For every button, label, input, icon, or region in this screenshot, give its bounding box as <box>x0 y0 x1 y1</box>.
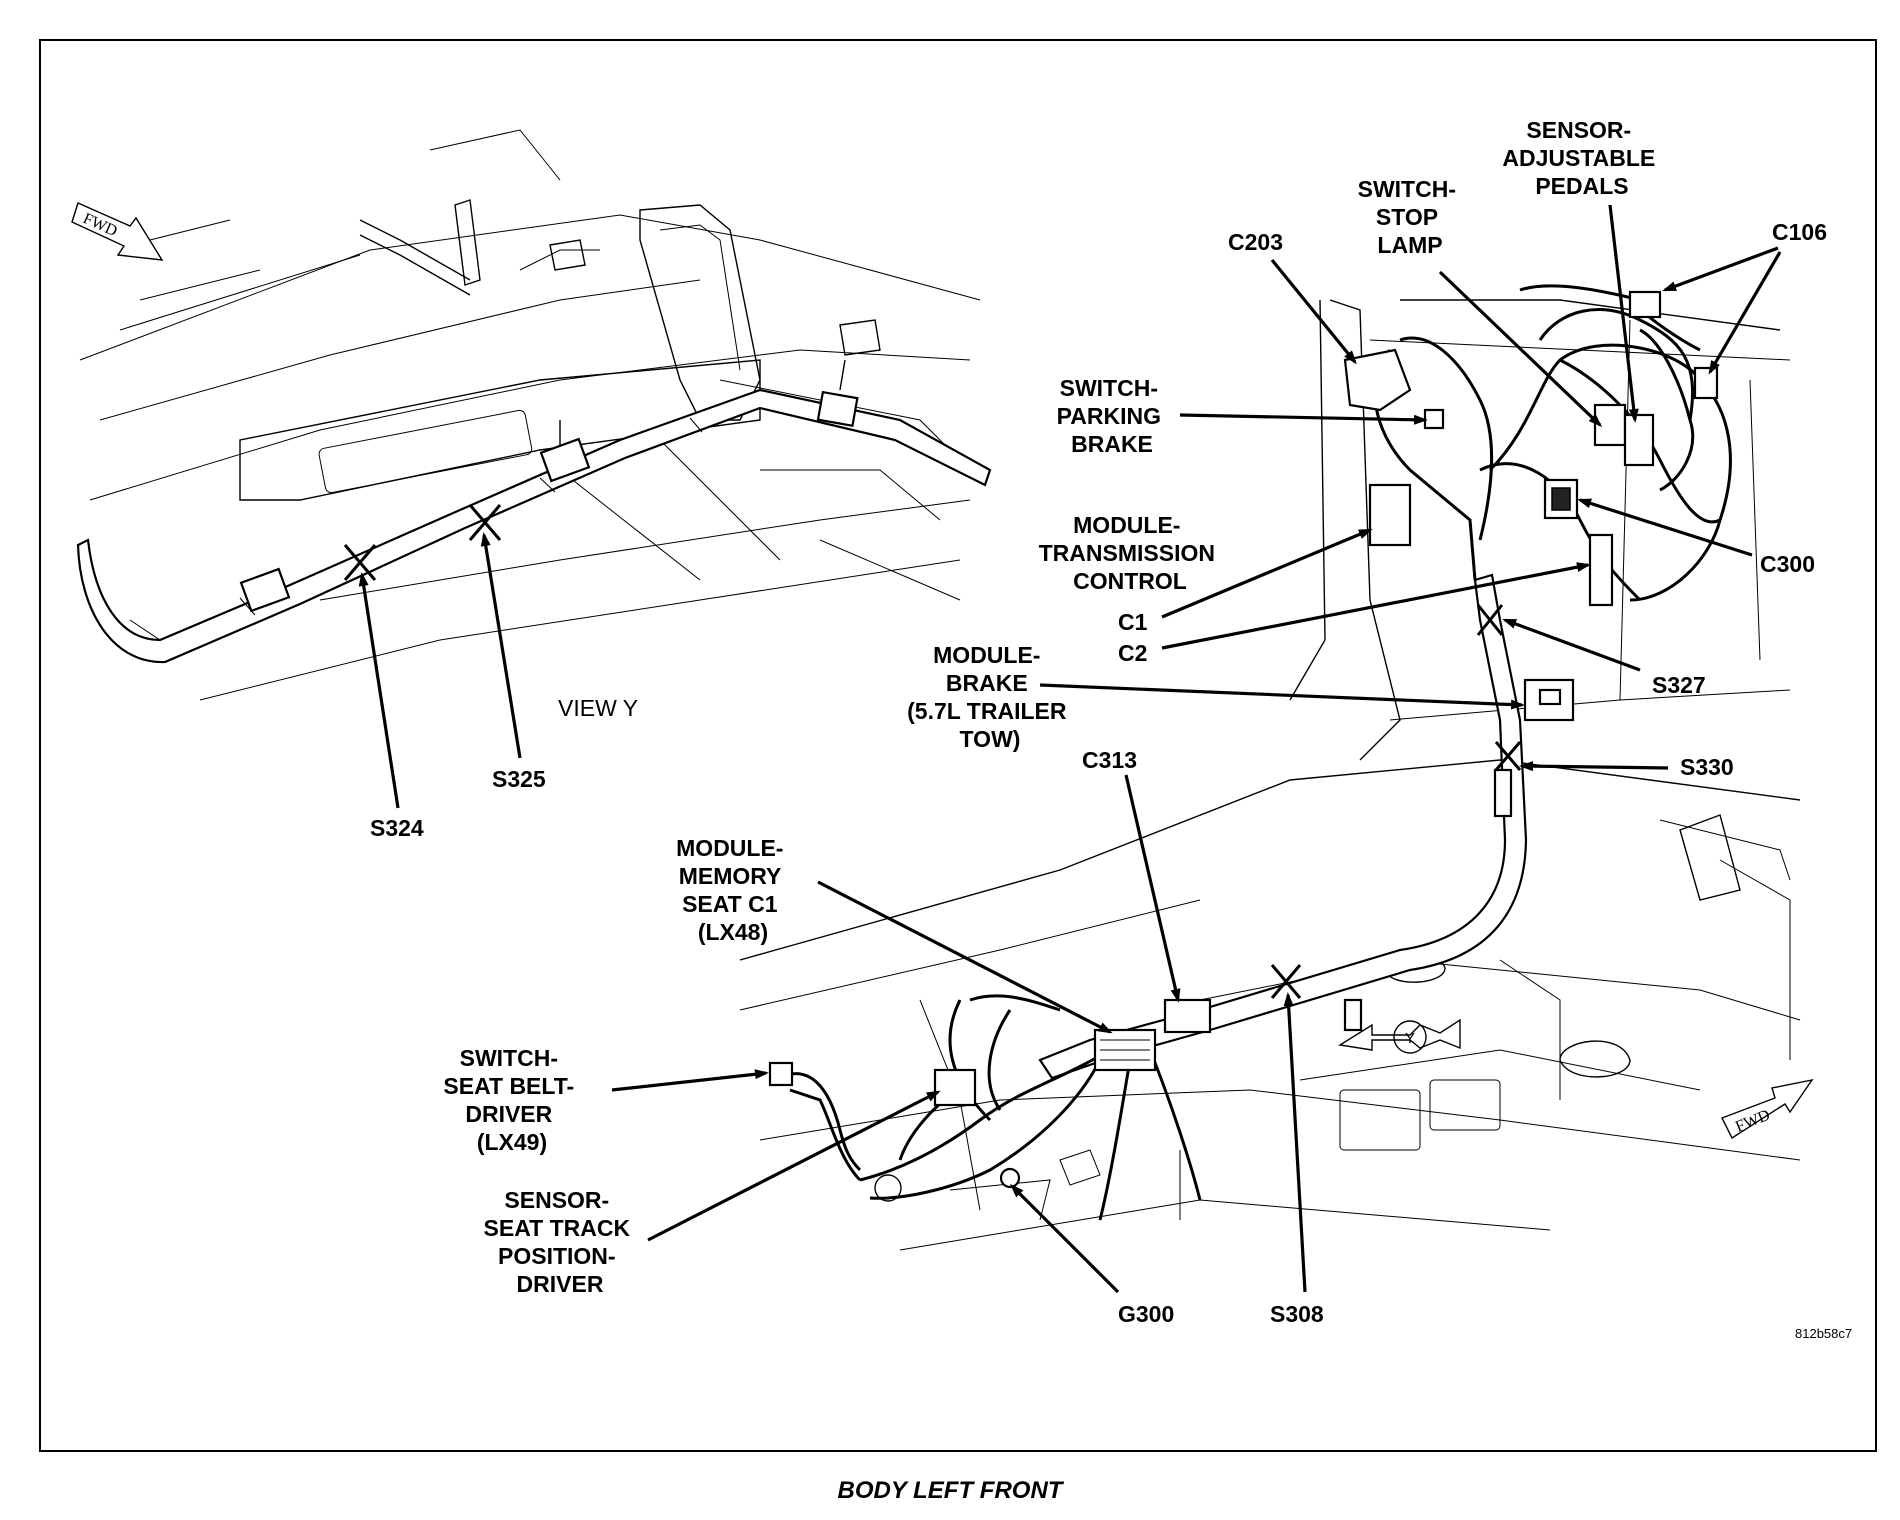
label-c313: C313 <box>1082 747 1137 773</box>
label-c300: C300 <box>1760 551 1815 577</box>
leader-lines <box>358 204 1782 1294</box>
label-sensor-seat-track-position: SENSOR- SEAT TRACK POSITION- DRIVER <box>484 1187 637 1297</box>
label-c2: C2 <box>1118 640 1147 666</box>
label-s308: S308 <box>1270 1301 1324 1327</box>
g300-ground-point <box>999 1167 1021 1189</box>
label-sensor-adjustable-pedals: SENSOR- ADJUSTABLE PEDALS <box>1502 117 1661 199</box>
c203-connector <box>1343 348 1412 412</box>
fwd-arrow-upper: FWD <box>71 202 164 261</box>
label-s327: S327 <box>1652 672 1706 698</box>
label-c203: C203 <box>1228 229 1283 255</box>
s324-splice-mark <box>343 544 377 581</box>
label-s325: S325 <box>492 766 546 792</box>
c106-connector-1 <box>1628 290 1662 319</box>
label-view-y: VIEW Y <box>558 695 638 721</box>
label-switch-stop-lamp: SWITCH- STOP LAMP <box>1358 176 1463 258</box>
seat-belt-switch-connector <box>768 1061 794 1087</box>
c313-connector <box>1163 998 1212 1034</box>
tcm-connector-c2 <box>1588 533 1614 607</box>
label-switch-parking-brake: SWITCH- PARKING BRAKE <box>1057 375 1168 457</box>
figure-caption: BODY LEFT FRONT <box>838 1477 1065 1504</box>
diagram-frame <box>39 39 1877 1452</box>
label-module-memory-seat: MODULE- MEMORY SEAT C1 (LX48) <box>676 835 790 945</box>
parking-brake-switch-connector <box>1423 408 1445 430</box>
fwd-arrow-lower: FWD <box>1721 1078 1814 1140</box>
figure-id: 812b58c7 <box>1795 1326 1852 1341</box>
label-module-transmission-control: MODULE- TRANSMISSION CONTROL <box>1039 512 1222 594</box>
callout-labels: SENSOR- ADJUSTABLE PEDALS SWITCH- STOP L… <box>370 117 1852 1341</box>
main-body-illustration <box>739 299 1801 1251</box>
s325-splice-mark <box>468 504 502 541</box>
label-switch-seat-belt-driver: SWITCH- SEAT BELT- DRIVER (LX49) <box>443 1045 580 1155</box>
s308-splice-mark <box>1270 964 1302 999</box>
label-g300: G300 <box>1118 1301 1174 1327</box>
main-wiring-harness <box>774 284 1732 1221</box>
view-y-direction-marker: Y <box>1338 1018 1461 1054</box>
s330-splice-mark <box>1494 741 1522 771</box>
c106-connector-2 <box>1693 366 1719 400</box>
tcm-connector-c1 <box>1368 483 1412 547</box>
s327-splice-mark <box>1476 604 1504 636</box>
view-y-illustration <box>76 129 992 701</box>
label-c1: C1 <box>1118 609 1148 635</box>
label-module-brake: MODULE- BRAKE (5.7L TRAILER TOW) <box>907 642 1073 752</box>
adjustable-pedals-sensor-connector <box>1623 413 1655 467</box>
y-marker-label: Y <box>1405 1030 1415 1047</box>
label-s330: S330 <box>1680 754 1734 780</box>
main-view-connectors <box>768 290 1719 1189</box>
seat-track-sensor-connector <box>933 1068 977 1107</box>
label-s324: S324 <box>370 815 424 841</box>
main-view-splices <box>1270 604 1522 999</box>
label-c106: C106 <box>1772 219 1827 245</box>
